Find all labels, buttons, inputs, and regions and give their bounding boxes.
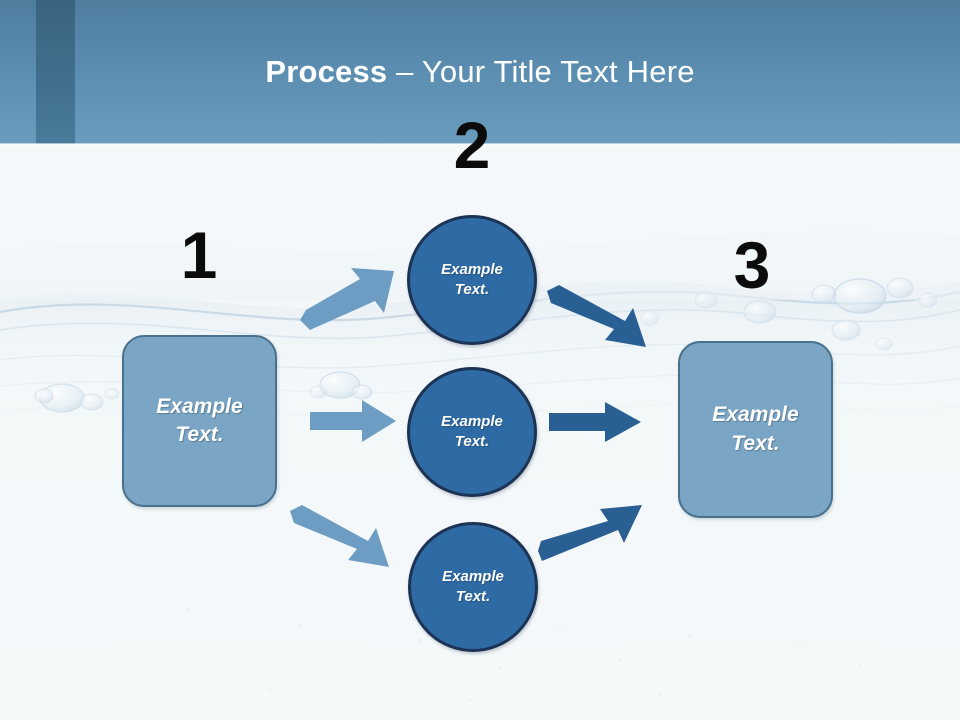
arrow-circle3-to-box3[interactable] <box>538 505 648 561</box>
stage2-circle-1-label-line1: Example <box>441 260 503 278</box>
step-number-3: 3 <box>733 228 771 302</box>
arrow-box1-to-circle1[interactable] <box>298 268 403 330</box>
stage2-circle-3-label-line1: Example <box>442 567 504 585</box>
page-title-bold: Process <box>265 54 388 89</box>
stage2-circle-3[interactable]: Example Text. <box>408 522 538 652</box>
stage1-box-label-line2: Text. <box>175 423 224 446</box>
stage2-circle-2-label-line1: Example <box>441 412 503 430</box>
slide-header <box>0 0 960 144</box>
step-number-2: 2 <box>453 108 491 182</box>
page-title-rest: – Your Title Text Here <box>387 54 695 89</box>
stage1-box-label-line1: Example <box>156 394 243 418</box>
stage3-box[interactable]: Example Text. <box>678 341 833 518</box>
stage2-circle-3-label-line2: Text. <box>455 588 491 605</box>
arrow-box1-to-circle2[interactable] <box>310 400 396 442</box>
stage2-circle-2[interactable]: Example Text. <box>407 367 537 497</box>
stage2-circle-3-label: Example Text. <box>442 567 504 608</box>
stage2-circle-1-label-line2: Text. <box>454 281 490 298</box>
header-underline <box>0 143 960 145</box>
arrow-circle1-to-box3[interactable] <box>545 285 655 347</box>
stage1-box-label: Example Text. <box>156 393 242 450</box>
stage3-box-label-line1: Example <box>712 403 799 427</box>
stage3-box-label-line2: Text. <box>731 431 780 455</box>
stage2-circle-1[interactable]: Example Text. <box>407 215 537 345</box>
stage2-circle-1-label: Example Text. <box>441 260 503 301</box>
stage2-circle-2-label: Example Text. <box>441 412 503 453</box>
page-title: Process – Your Title Text Here <box>0 52 960 92</box>
arrow-box1-to-circle3[interactable] <box>288 505 398 567</box>
stage1-box[interactable]: Example Text. <box>122 335 277 507</box>
stage3-box-label: Example Text. <box>712 401 798 458</box>
header-accent-band-mid <box>36 0 75 144</box>
step-number-1: 1 <box>180 218 218 292</box>
stage2-circle-2-label-line2: Text. <box>454 433 490 450</box>
arrow-circle2-to-box3[interactable] <box>549 402 641 442</box>
